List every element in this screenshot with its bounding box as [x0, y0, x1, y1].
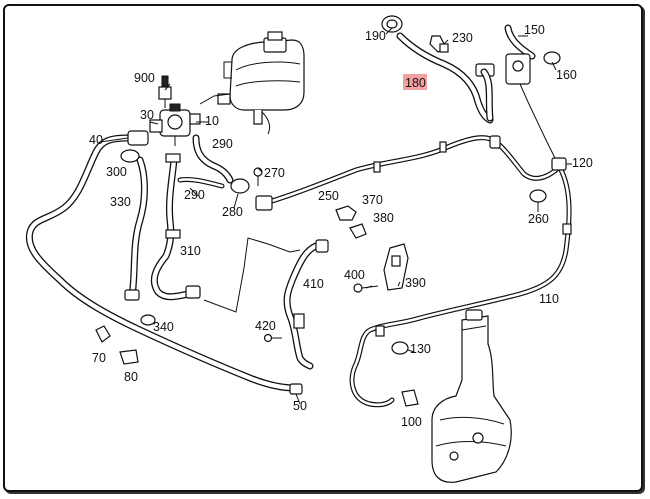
hose-310 — [150, 153, 225, 301]
label-370: 370 — [362, 193, 383, 207]
label-340: 340 — [153, 320, 174, 334]
clip-80 — [119, 349, 139, 365]
label-70: 70 — [92, 351, 106, 365]
label-80: 80 — [124, 370, 138, 384]
hose-40 — [25, 134, 299, 392]
label-380: 380 — [373, 211, 394, 225]
part-labels: 10 30 40 50 70 80 100 110 120 130 150 16… — [89, 23, 593, 429]
electric-pump — [149, 75, 231, 146]
label-250: 250 — [318, 189, 339, 203]
label-420: 420 — [255, 319, 276, 333]
label-280: 280 — [222, 205, 243, 219]
label-130: 130 — [410, 342, 431, 356]
screw-400 — [353, 283, 379, 293]
label-330: 330 — [110, 195, 131, 209]
bracket-390 — [383, 243, 409, 291]
label-190: 190 — [365, 29, 386, 43]
label-290-upper: 290 — [212, 137, 233, 151]
label-120: 120 — [572, 156, 593, 170]
label-390: 390 — [405, 276, 426, 290]
connector-40 — [127, 130, 149, 146]
label-30: 30 — [140, 108, 154, 122]
clamp-300 — [120, 149, 140, 163]
bracket-370 — [335, 205, 357, 221]
label-290-lower: 290 — [184, 188, 205, 202]
clip-70 — [95, 325, 111, 343]
line-310 — [203, 237, 301, 313]
label-110: 110 — [539, 292, 559, 306]
hose-410 — [283, 239, 329, 370]
connector-120 — [551, 157, 567, 171]
pipe-110 — [349, 165, 572, 408]
label-300: 300 — [106, 165, 127, 179]
clamp-260 — [529, 189, 547, 203]
label-40: 40 — [89, 133, 103, 147]
hose-330 — [124, 156, 148, 301]
washer-reservoir — [431, 309, 512, 483]
bracket-380 — [349, 223, 367, 239]
expansion-tank — [217, 31, 305, 135]
clip-50 — [289, 383, 303, 395]
label-10: 10 — [205, 114, 219, 128]
highlight-180 — [403, 74, 427, 90]
pipe-250 — [255, 135, 559, 211]
label-900: 900 — [134, 71, 155, 85]
label-400: 400 — [344, 268, 365, 282]
clamp-230 — [429, 35, 449, 53]
screw-420 — [263, 333, 282, 343]
label-180: 180 — [405, 76, 426, 90]
label-50: 50 — [293, 399, 307, 413]
label-270: 270 — [264, 166, 285, 180]
label-310: 310 — [180, 244, 201, 258]
label-160: 160 — [556, 68, 577, 82]
clamp-130 — [391, 341, 409, 355]
clamp-340 — [140, 314, 156, 326]
hose-150 — [504, 24, 561, 161]
label-100: 100 — [401, 415, 422, 429]
hose-180 — [396, 32, 495, 124]
label-150: 150 — [524, 23, 545, 37]
label-230: 230 — [452, 31, 473, 45]
label-410: 410 — [303, 277, 324, 291]
label-260: 260 — [528, 212, 549, 226]
leader-lines — [99, 27, 572, 405]
clamp-280 — [230, 178, 250, 194]
hose-290-upper — [192, 134, 234, 184]
clip-100 — [401, 389, 419, 407]
